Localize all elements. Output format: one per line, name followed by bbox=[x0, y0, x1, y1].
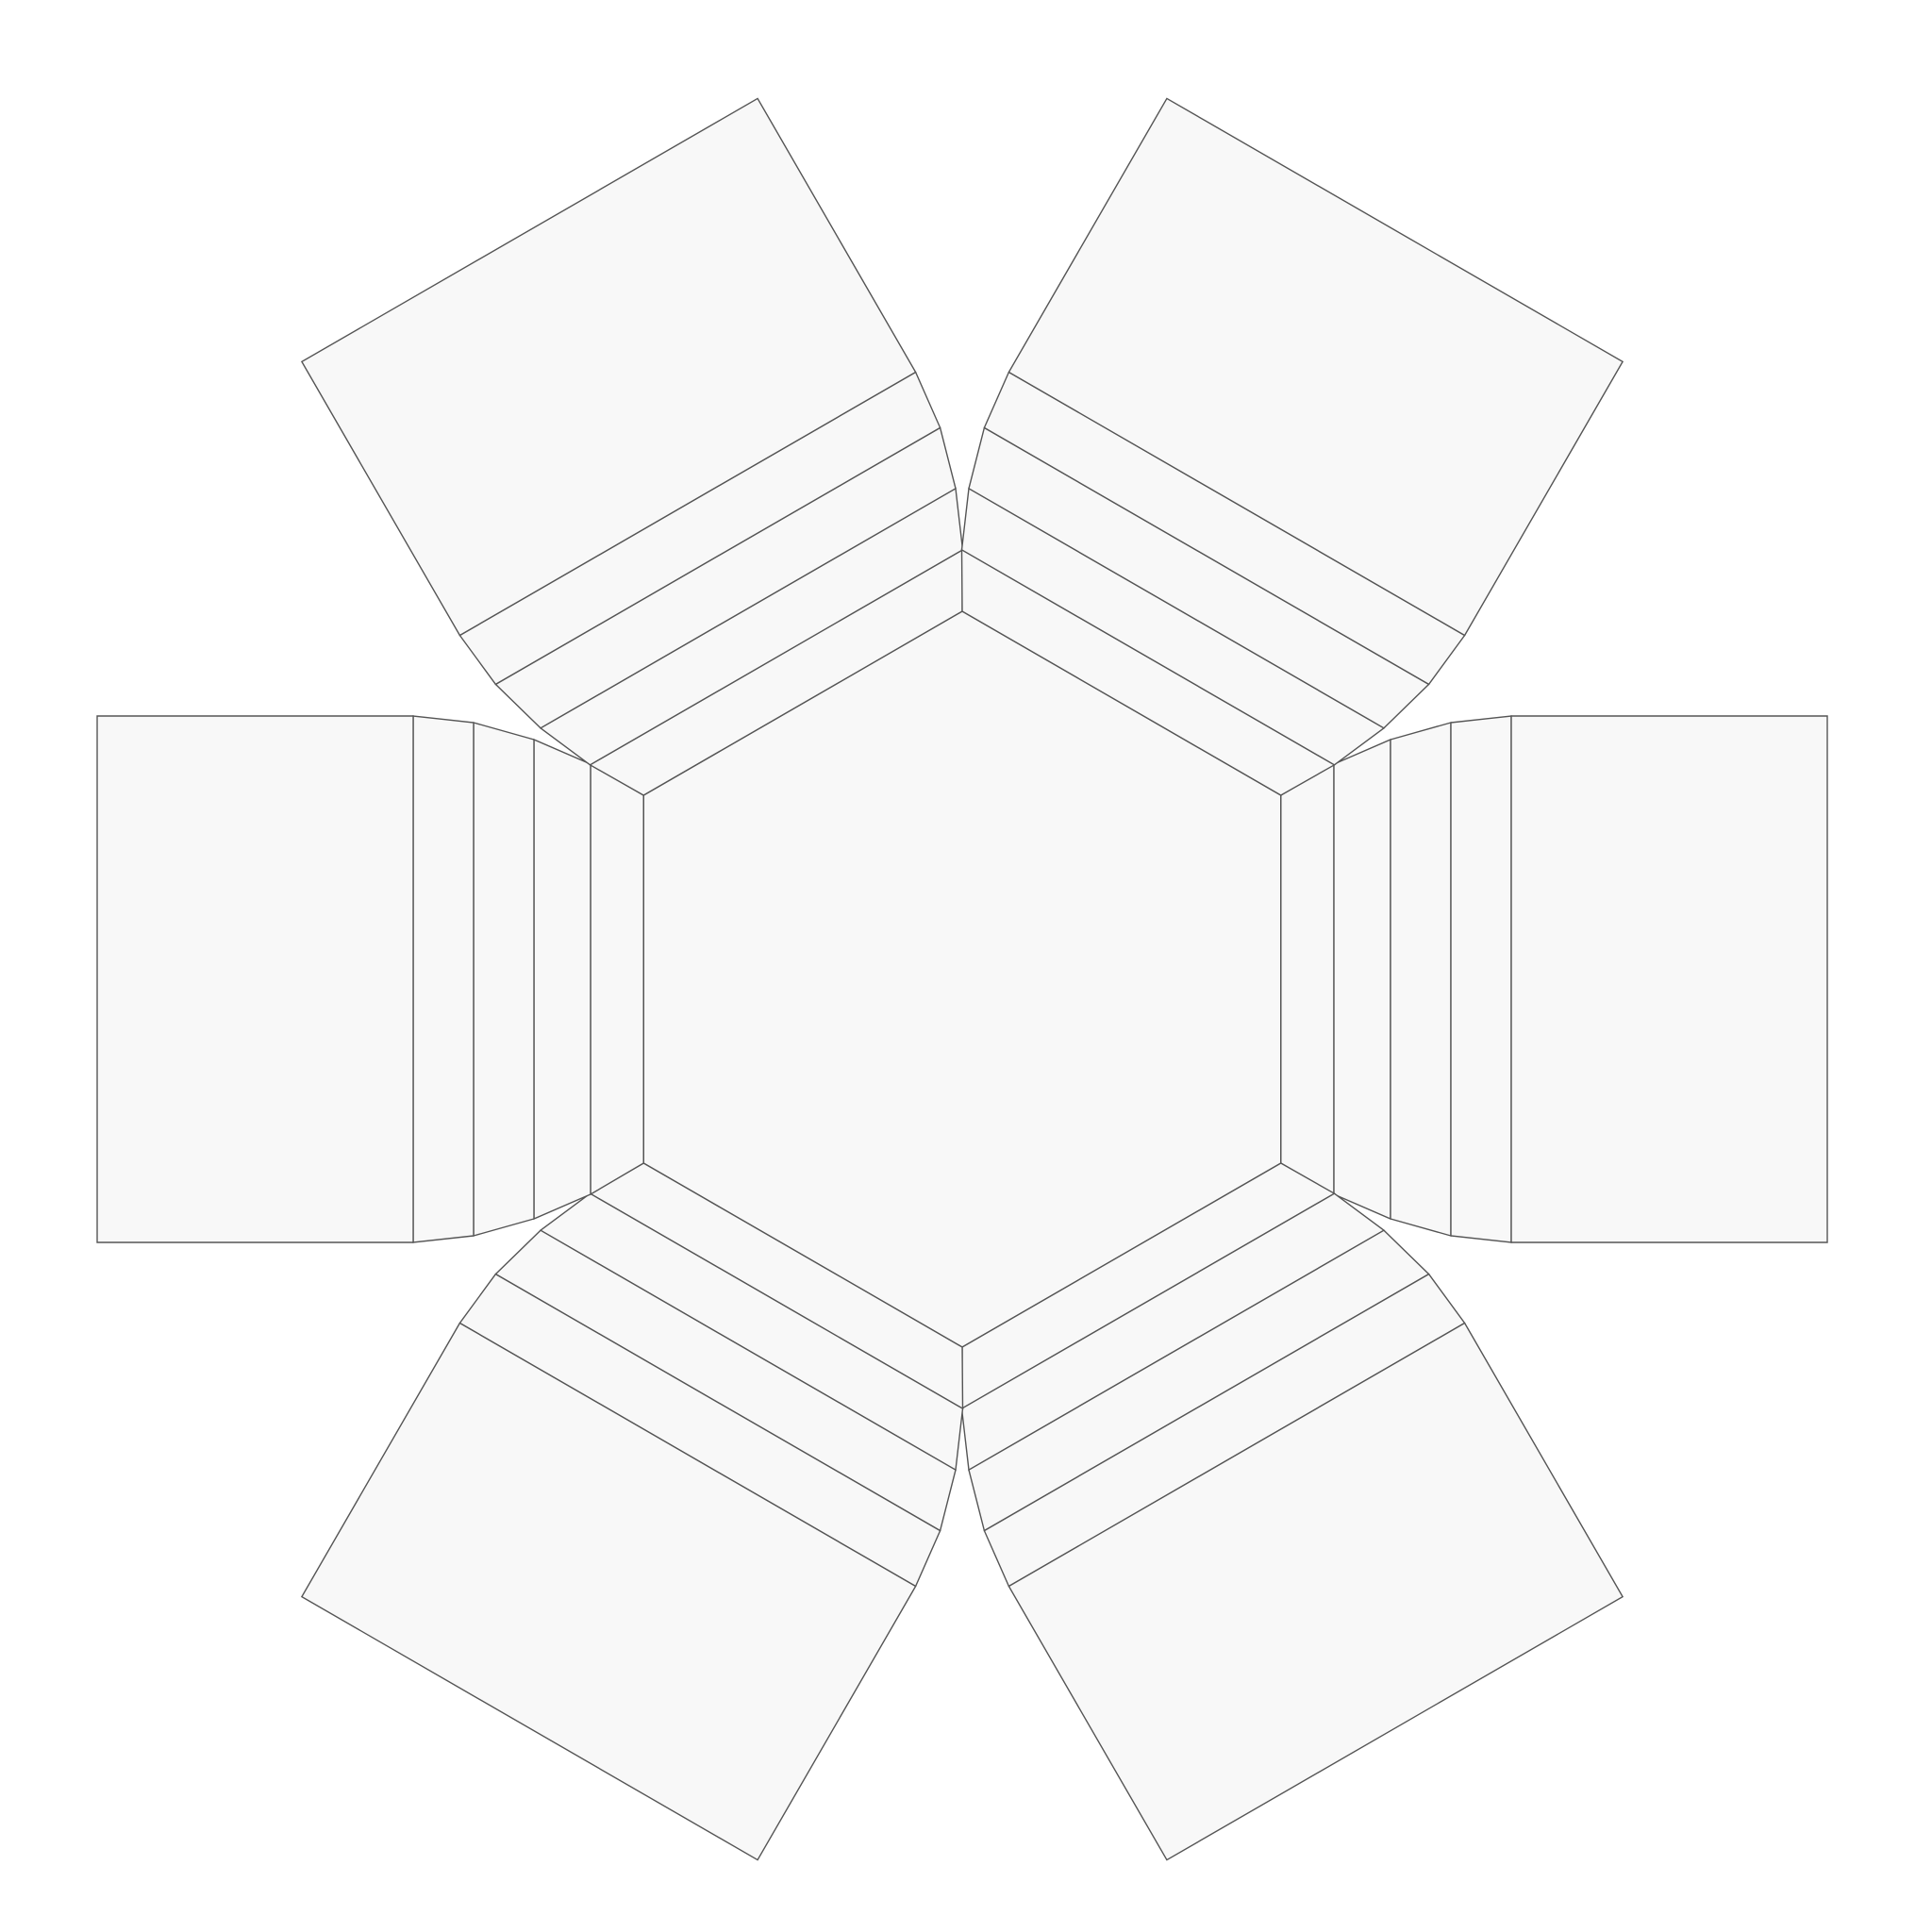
arm-lower-left-end-panel bbox=[300, 1322, 917, 1861]
net-layer bbox=[96, 97, 1828, 1861]
arm-left-strip-2 bbox=[533, 738, 591, 1221]
arm-left-end-panel bbox=[96, 715, 414, 1243]
arm-right-strip-1 bbox=[1280, 762, 1335, 1196]
arm-right-strip-3 bbox=[1390, 722, 1452, 1237]
arm-left-strip-3 bbox=[473, 722, 535, 1237]
arm-left-strip-4 bbox=[412, 715, 475, 1243]
arm-left-strip-1 bbox=[590, 762, 644, 1196]
arm-right-end-panel bbox=[1510, 715, 1828, 1243]
arm-right-strip-2 bbox=[1333, 738, 1391, 1221]
arm-upper-left-end-panel bbox=[300, 97, 917, 637]
arm-lower-right-end-panel bbox=[1008, 1322, 1624, 1861]
arm-right-strip-4 bbox=[1450, 715, 1512, 1243]
arm-upper-right-end-panel bbox=[1008, 97, 1624, 637]
